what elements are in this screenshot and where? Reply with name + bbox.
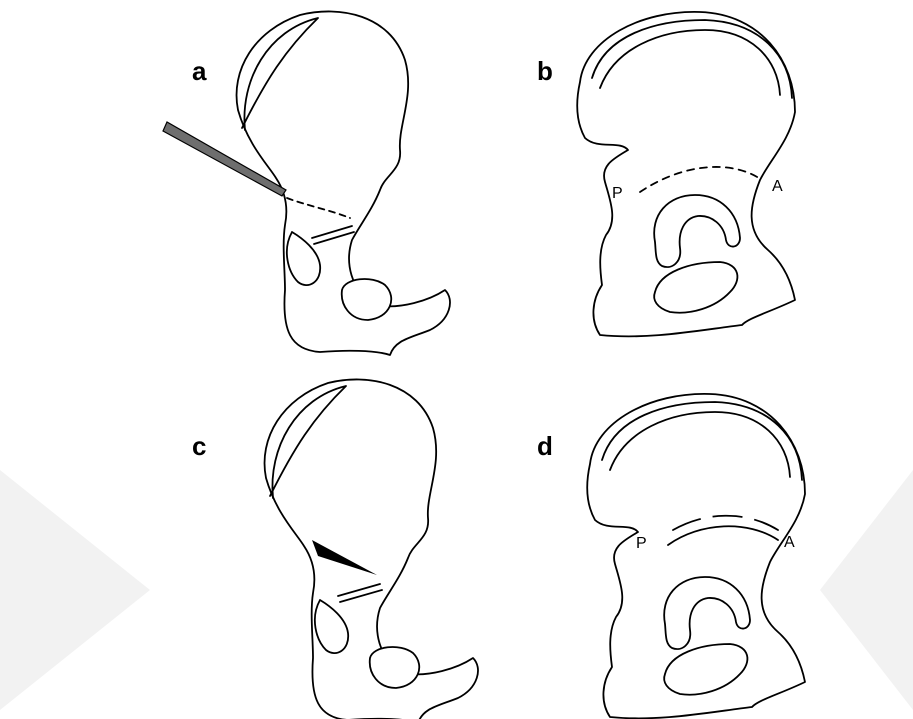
panel-b-label: b: [537, 56, 553, 86]
panel-a-label: a: [192, 56, 207, 86]
panel-d-label: d: [537, 431, 553, 461]
point-p-label: P: [636, 535, 647, 552]
panel-c: c: [192, 379, 478, 719]
panel-b-ilium-medial: [577, 12, 795, 336]
point-a-label: A: [772, 178, 783, 195]
panel-a: a: [163, 11, 450, 355]
panel-d: d P A: [537, 394, 805, 718]
point-a-label: A: [784, 534, 795, 551]
panel-d-ilium-medial: [587, 394, 805, 718]
panel-c-label: c: [192, 431, 206, 461]
point-p-label: P: [612, 185, 623, 202]
panel-b: b P A: [537, 12, 795, 336]
panel-c-ilium-lateral: [265, 379, 478, 719]
